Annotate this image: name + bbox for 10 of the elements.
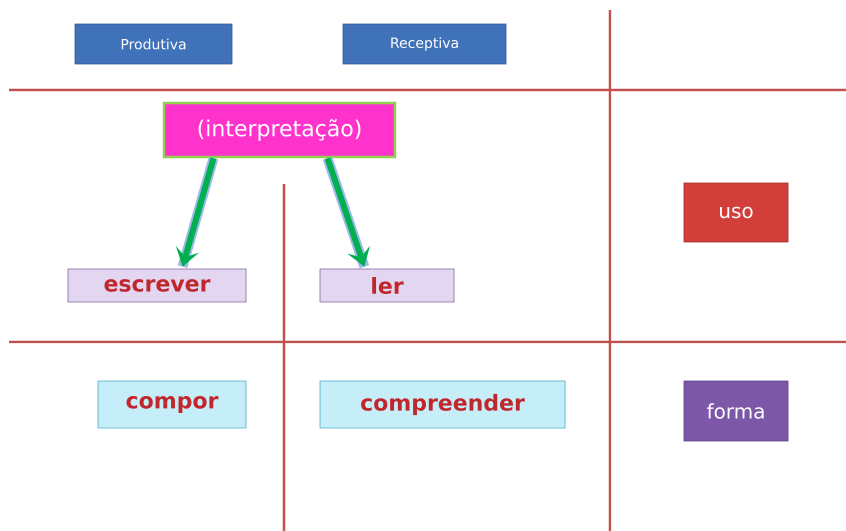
- process-box: compor: [98, 380, 246, 428]
- category-box: Produtiva: [74, 24, 232, 64]
- category-box: Receptiva: [342, 24, 506, 64]
- category-box: forma: [684, 380, 788, 442]
- process-box: escrever: [68, 268, 246, 302]
- arrow: [322, 156, 370, 268]
- process-box: (interpretação): [162, 102, 396, 158]
- process-box: ler: [320, 268, 454, 302]
- category-box: uso: [684, 182, 788, 242]
- process-box: compreender: [320, 380, 566, 428]
